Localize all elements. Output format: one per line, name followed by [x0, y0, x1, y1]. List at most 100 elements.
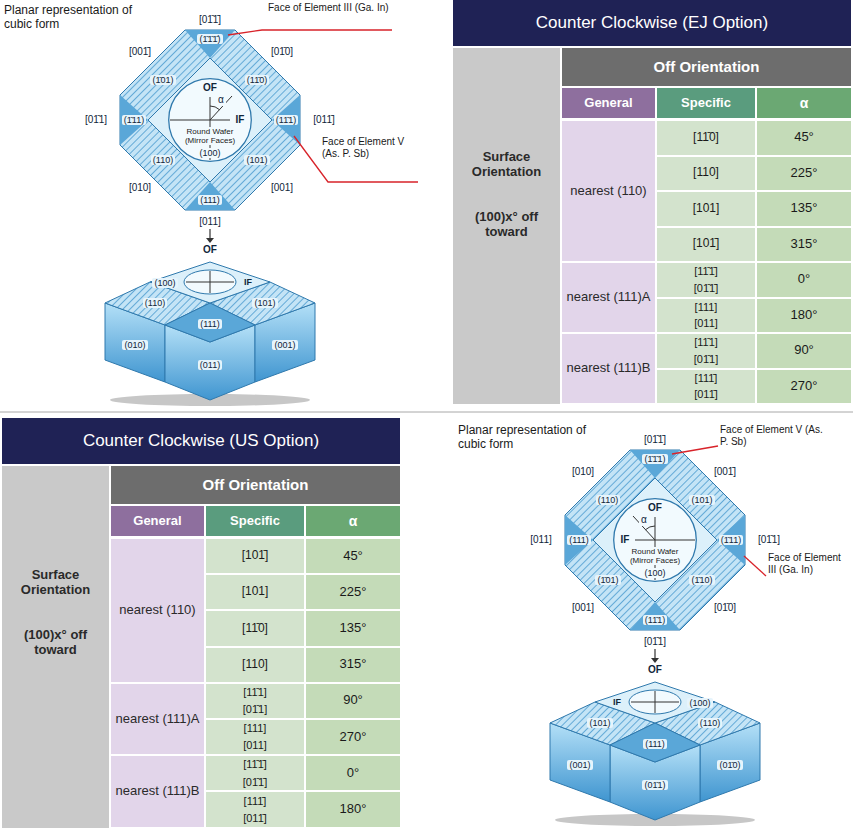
- facet-label: (101): [252, 298, 277, 308]
- direction-cell: [011̄]: [206, 810, 304, 827]
- wafer-edge: [169, 79, 252, 162]
- crystal-wafer: [629, 690, 681, 714]
- facet-label: (110): [596, 495, 620, 505]
- direction-label: [010]: [570, 466, 596, 478]
- direction-cell: [110]: [206, 648, 304, 682]
- angle-cell: 45°: [306, 539, 400, 573]
- facet-label: (101): [587, 718, 612, 728]
- facet-label: (1̄10): [689, 575, 714, 585]
- leader-line: [294, 136, 418, 182]
- orientation-axis: [170, 120, 230, 121]
- face-callout: Face of Element III (Ga. In): [268, 2, 393, 14]
- direction-cell: [011]: [206, 737, 304, 754]
- group-cell: nearest (111)A: [111, 684, 204, 754]
- table-header: General: [562, 88, 655, 118]
- flat-label: OF: [201, 82, 219, 94]
- direction-label: [01̄1]: [83, 114, 109, 126]
- crystal-top-face: [595, 682, 715, 723]
- face-callout: Face of Element V (As. P. Sb): [720, 424, 825, 447]
- separator-line: [0, 412, 853, 413]
- direction-cell: [110]: [657, 157, 755, 191]
- direction-cell: [111̄]: [206, 792, 304, 809]
- planar-caption: Planar representation of cubic form: [458, 424, 608, 452]
- facet-label: (100): [197, 148, 222, 158]
- face-111: [185, 30, 235, 58]
- angle-cell: 180°: [757, 299, 851, 333]
- flat-label: OF: [201, 244, 219, 256]
- direction-cell: [101]: [657, 192, 755, 226]
- leader-line: [228, 30, 392, 35]
- facet-label: (101): [244, 155, 269, 165]
- angle-cell: 315°: [306, 648, 400, 682]
- face-111: [120, 95, 148, 145]
- direction-cell: [101̄]: [657, 228, 755, 262]
- direction-label: [011̄]: [311, 114, 337, 126]
- table-header: Specific: [657, 88, 755, 118]
- wafer-text: Round Wafer (Mirror Faces): [627, 547, 683, 565]
- direction-cell: [11̄1̄]: [206, 756, 304, 773]
- direction-label: [011]: [528, 534, 554, 546]
- angle-symbol: α: [216, 94, 226, 106]
- angle-symbol: α: [639, 514, 649, 526]
- direction-label: [01̄1]: [642, 636, 668, 648]
- face-callout: Face of Element III (Ga. In): [768, 552, 850, 575]
- planar-outline: [120, 30, 300, 210]
- direction-label: [01̄1̄]: [197, 14, 223, 26]
- angle-cell: 270°: [306, 720, 400, 754]
- direction-cell: [11̄0]: [657, 121, 755, 155]
- angle-cell: 225°: [757, 157, 851, 191]
- direction-label: [01̄0]: [712, 602, 738, 614]
- crystal-wafer: [184, 270, 236, 294]
- flat-label: IF: [611, 697, 623, 707]
- planar-outline: [565, 450, 745, 630]
- facet-label: (110): [151, 155, 175, 165]
- table-header: General: [111, 506, 204, 536]
- group-cell: nearest (111)A: [562, 263, 655, 332]
- direction-label: [001̄]: [712, 466, 738, 478]
- direction-cell: [11̄0]: [206, 611, 304, 645]
- angle-cell: 270°: [757, 370, 851, 404]
- angle-cell: 135°: [757, 192, 851, 226]
- table-header: α: [306, 506, 400, 536]
- flat-label: OF: [646, 664, 664, 676]
- face-100: [148, 58, 272, 182]
- table-header: α: [757, 88, 851, 118]
- leader-line: [744, 556, 766, 576]
- facet-label: (1̄11): [122, 115, 146, 125]
- wafer-fill: [168, 78, 252, 162]
- orientation-axis: [655, 691, 656, 713]
- facet-label: (1̄1̄1): [642, 454, 667, 464]
- direction-cell: [011̄]: [657, 386, 755, 403]
- table-header: Specific: [206, 506, 304, 536]
- of-arrow: [654, 649, 655, 659]
- direction-cell: [111̄]: [657, 370, 755, 387]
- face-111: [630, 602, 680, 630]
- angle-cell: 180°: [306, 792, 400, 826]
- facet-label: (11̄1): [643, 615, 667, 625]
- direction-label: [01̄0]: [269, 46, 295, 58]
- facet-label: (100): [642, 568, 667, 578]
- facet-label: (100): [687, 698, 712, 708]
- row-heading: (100)x° off toward: [453, 200, 560, 250]
- direction-cell: [01̄1]: [206, 701, 304, 718]
- row-heading: Surface Orientation: [2, 558, 109, 608]
- angle-cell: 0°: [757, 263, 851, 297]
- flat-label: IF: [242, 277, 254, 287]
- leader-line: [672, 446, 718, 454]
- direction-label: [001̄]: [127, 46, 153, 58]
- table-header: Off Orientation: [562, 48, 851, 86]
- direction-label: [01̄1̄]: [642, 434, 668, 446]
- angle-cell: 0°: [306, 756, 400, 790]
- crystal-face: [610, 723, 700, 762]
- facet-label: (001): [567, 760, 592, 770]
- facet-label: (111): [198, 319, 222, 329]
- facet-label: (1̄01): [595, 575, 620, 585]
- table-title: Counter Clockwise (US Option): [2, 418, 400, 464]
- group-cell: nearest (110): [111, 539, 204, 682]
- facet-label: (111): [198, 195, 222, 205]
- direction-cell: [11̄1̄]: [657, 263, 755, 280]
- orientation-axis: [210, 271, 211, 293]
- direction-cell: [11̄1]: [657, 334, 755, 351]
- facet-label: (1̄11): [719, 535, 743, 545]
